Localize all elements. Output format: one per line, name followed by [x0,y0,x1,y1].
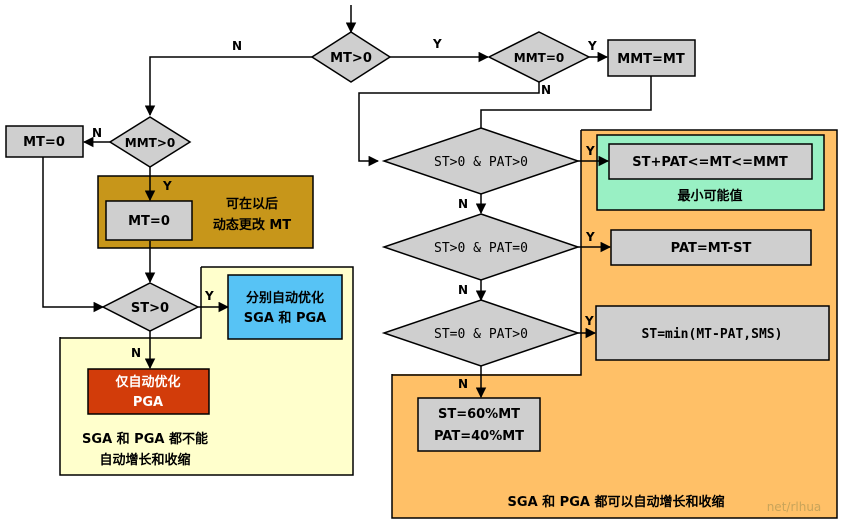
label-yes-mt-gt-0: Y [432,37,442,51]
decision-mmt-eq-0-text: MMT=0 [514,51,564,65]
box-default-line2: PAT=40%MT [434,429,524,444]
box-mt-zero-olive: MT=0 [105,200,193,241]
decision-st-gt-0-small: ST>0 [101,282,200,332]
box-mt-zero-left: MT=0 [5,125,84,158]
label-yes-st-gt-0-small: Y [204,289,214,303]
label-no-st-gt0-pat-gt0: N [458,197,468,211]
label-no-st-gt0-pat-eq0: N [458,283,468,297]
label-no-mt-gt-0: N [232,39,242,53]
box-mt-zero-left-text: MT=0 [23,135,65,150]
box-st-set: ST=min(MT-PAT,SMS) [595,305,830,361]
box-pga-only-line1: 仅自动优化 [114,374,180,390]
box-default-line1: ST=60%MT [438,407,520,422]
connectors [42,5,652,399]
box-st-set-text: ST=min(MT-PAT,SMS) [642,327,783,342]
decision-st-gt-0-small-text: ST>0 [131,301,169,316]
label-no-mmt-eq-0: N [541,83,551,97]
label-no-st-eq0-pat-gt0: N [458,377,468,391]
label-yes-st-gt0-pat-gt0: Y [585,144,595,158]
box-range: ST+PAT<=MT<=MMT [608,143,813,180]
orange-region-inner-edge [392,130,582,376]
decision-st-gt0-pat-eq0-text: ST>0 & PAT=0 [434,241,528,256]
decision-st-eq0-pat-gt0-text: ST=0 & PAT>0 [434,327,528,342]
box-auto-both: 分别自动优化 SGA 和 PGA [227,274,343,340]
decision-st-gt0-pat-gt0-text: ST>0 & PAT>0 [434,155,528,170]
decision-st-eq0-pat-gt0: ST=0 & PAT>0 [381,299,581,367]
box-default: ST=60%MT PAT=40%MT [417,397,541,452]
watermark: net/rlhua [767,500,822,514]
orange-note: SGA 和 PGA 都可以自动增长和收缩 [508,494,725,510]
olive-note-line2: 动态更改 MT [213,217,291,233]
yellow-note-line1: SGA 和 PGA 都不能 [82,431,208,447]
label-no-mmt-gt-0: N [92,126,102,140]
label-yes-mmt-eq-0: Y [587,39,597,53]
box-auto-both-line2: SGA 和 PGA [244,310,326,326]
yellow-note-line2: 自动增长和收缩 [99,452,190,468]
decision-mmt-gt-0: MMT>0 [108,116,192,168]
box-mt-zero-olive-text: MT=0 [128,214,170,229]
label-yes-mmt-gt-0: Y [162,179,172,193]
range-note: 最小可能值 [677,188,742,204]
label-no-st-gt-0-small: N [131,346,141,360]
label-yes-st-gt0-pat-eq0: Y [585,230,595,244]
decision-st-gt0-pat-gt0: ST>0 & PAT>0 [381,127,581,195]
box-pga-only: 仅自动优化 PGA [87,368,210,415]
box-pga-only-line2: PGA [133,395,163,410]
yellow-region-inner-edge [60,267,202,339]
decision-mt-gt-0: MT>0 [310,31,392,83]
decision-mmt-gt-0-text: MMT>0 [125,136,175,150]
decision-st-gt0-pat-eq0: ST>0 & PAT=0 [381,213,581,281]
box-mmt-set-text: MMT=MT [617,52,685,67]
box-mmt-set: MMT=MT [607,39,696,77]
label-yes-st-eq0-pat-gt0: Y [584,314,594,328]
box-auto-both-line1: 分别自动优化 [246,290,324,306]
box-range-text: ST+PAT<=MT<=MMT [632,155,788,170]
decision-mmt-eq-0: MMT=0 [487,31,591,83]
decision-mt-gt-0-text: MT>0 [330,51,372,66]
olive-note-line1: 可在以后 [226,196,278,212]
box-pat-set: PAT=MT-ST [610,229,812,266]
box-pat-set-text: PAT=MT-ST [671,241,752,256]
